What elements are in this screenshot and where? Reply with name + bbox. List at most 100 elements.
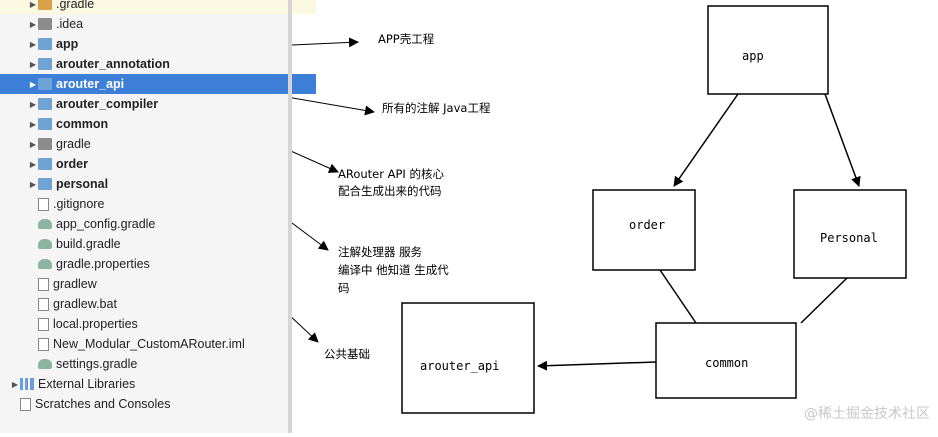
box-common-label: common — [705, 356, 748, 370]
module-folder-icon — [38, 98, 52, 110]
annotation-arrow-annotation — [164, 75, 375, 116]
file-icon — [38, 277, 49, 291]
scratch-icon — [20, 397, 31, 411]
architecture-diagram: APP壳工程 所有的注解 Java工程 ARouter API 的核心 配合生成… — [89, 0, 938, 433]
annotation-arrow-common — [106, 144, 319, 343]
tree-item-label: Scratches and Consoles — [35, 397, 171, 411]
tree-item-label: gradlew — [53, 277, 97, 291]
tree-item-label: local.properties — [53, 317, 138, 331]
tree-item-label: gradle — [56, 137, 91, 151]
box-common — [655, 322, 797, 399]
tree-item-label: settings.gradle — [56, 357, 138, 371]
tree-item[interactable]: ▶ arouter_annotation — [0, 54, 316, 74]
tree-item-label: arouter_compiler — [56, 97, 159, 111]
tree-item[interactable]: ▶ order — [0, 154, 316, 174]
tree-item-label: .gitignore — [53, 197, 105, 211]
box-personal — [793, 189, 907, 279]
panel-divider[interactable] — [288, 0, 292, 433]
gradle-icon — [38, 259, 52, 269]
box-app — [707, 5, 829, 95]
annotation-arrow-arouter-api — [164, 94, 339, 173]
annotation-processor-2: 编译中 他知道 生成代 — [338, 263, 449, 277]
module-folder-icon — [38, 178, 52, 190]
tree-item[interactable]: ▶arouter_api — [0, 74, 316, 94]
tree-item-label: order — [56, 157, 88, 171]
tree-item[interactable]: ▶ arouter_compiler — [0, 94, 316, 114]
gradle-icon — [38, 219, 52, 229]
annotation-arrow-compiler — [151, 117, 329, 251]
tree-item-label: New_Modular_CustomARouter.iml — [53, 337, 245, 351]
tree-item[interactable]: gradle.properties — [0, 254, 316, 274]
line-personal-to-common — [800, 277, 848, 324]
tree-item-label: common — [56, 117, 109, 131]
tree-item[interactable]: app_config.gradle — [0, 214, 316, 234]
folder-icon — [38, 18, 52, 30]
tree-item[interactable]: build.gradle — [0, 234, 316, 254]
annotation-arouter-api-core: ARouter API 的核心 — [338, 167, 444, 181]
box-order — [592, 189, 696, 271]
box-personal-label: Personal — [820, 231, 878, 245]
project-tree-panel: ▶.gradle▶.idea▶app▶arouter_annotation▶ar… — [0, 0, 316, 433]
tree-item[interactable]: settings.gradle — [0, 354, 316, 374]
box-arouter-api-label: arouter_api — [420, 359, 499, 373]
tree-item-label: app — [56, 37, 79, 51]
tree-item[interactable]: local.properties — [0, 314, 316, 334]
tree-item[interactable]: ▶ .idea — [0, 14, 316, 34]
diagram-svg: APP壳工程 所有的注解 Java工程 ARouter API 的核心 配合生成… — [89, 5, 907, 414]
expand-arrow-icon[interactable]: ▶ — [29, 179, 37, 189]
tree-item-label: gradle.properties — [56, 257, 150, 271]
annotation-arouter-api-code: 配合生成出来的代码 — [338, 184, 442, 198]
expand-arrow-icon[interactable]: ▶ — [29, 79, 37, 89]
annotation-common-base: 公共基础 — [324, 347, 370, 361]
tree-item-label: External Libraries — [38, 377, 136, 391]
tree-item[interactable]: ▶.gradle — [0, 0, 316, 14]
tree-item-label: personal — [56, 177, 109, 191]
tree-item[interactable]: gradlew — [0, 274, 316, 294]
annotation-app-shell: APP壳工程 — [378, 32, 435, 46]
watermark: @稀土掘金技术社区 — [804, 406, 930, 422]
tree-item-label: app_config.gradle — [56, 217, 156, 231]
expand-arrow-icon[interactable]: ▶ — [29, 59, 37, 69]
tree-item-label: gradlew.bat — [53, 297, 117, 311]
module-folder-icon — [38, 158, 52, 170]
tree-item-label: arouter_annotation — [56, 57, 170, 71]
tree-item[interactable]: ▶ app — [0, 34, 316, 54]
box-arouter-api — [401, 302, 535, 414]
arrow-common-to-arouter-api — [537, 360, 657, 371]
expand-arrow-icon[interactable]: ▶ — [29, 159, 37, 169]
file-icon — [38, 197, 49, 211]
arrow-app-to-order — [673, 93, 739, 187]
tree-item[interactable]: New_Modular_CustomARouter.iml — [0, 334, 316, 354]
file-icon — [38, 337, 49, 351]
box-order-label: order — [629, 218, 665, 232]
folder-orange-icon — [38, 0, 52, 10]
module-folder-icon — [38, 58, 52, 70]
tree-item[interactable]: ▶ personal — [0, 174, 316, 194]
annotation-arrow-app — [89, 37, 359, 55]
expand-arrow-icon[interactable]: ▶ — [29, 99, 37, 109]
tree-item[interactable]: gradlew.bat — [0, 294, 316, 314]
expand-arrow-icon[interactable]: ▶ — [29, 39, 37, 49]
expand-arrow-icon[interactable]: ▶ — [29, 119, 37, 129]
folder-icon — [38, 138, 52, 150]
tree-item[interactable]: ▶ External Libraries — [0, 374, 298, 394]
gradle-icon — [38, 359, 52, 369]
tree-item-label: build.gradle — [56, 237, 121, 251]
module-folder-icon — [38, 78, 52, 90]
line-order-to-common — [659, 269, 697, 324]
annotation-processor-3: 码 — [338, 281, 350, 295]
tree-item[interactable]: Scratches and Consoles — [0, 394, 298, 414]
expand-arrow-icon[interactable]: ▶ — [11, 379, 19, 389]
annotation-all-annotations: 所有的注解 Java工程 — [382, 101, 491, 115]
expand-arrow-icon[interactable]: ▶ — [29, 19, 37, 29]
module-folder-icon — [38, 118, 52, 130]
tree-item[interactable]: .gitignore — [0, 194, 316, 214]
tree-item-label: .idea — [56, 17, 84, 31]
box-app-label: app — [742, 49, 764, 63]
tree-item[interactable]: ▶ gradle — [0, 134, 316, 154]
tree-item[interactable]: ▶ common — [0, 114, 316, 134]
expand-arrow-icon[interactable]: ▶ — [29, 0, 37, 9]
expand-arrow-icon[interactable]: ▶ — [29, 139, 37, 149]
gradle-icon — [38, 239, 52, 249]
library-icon — [20, 378, 34, 390]
